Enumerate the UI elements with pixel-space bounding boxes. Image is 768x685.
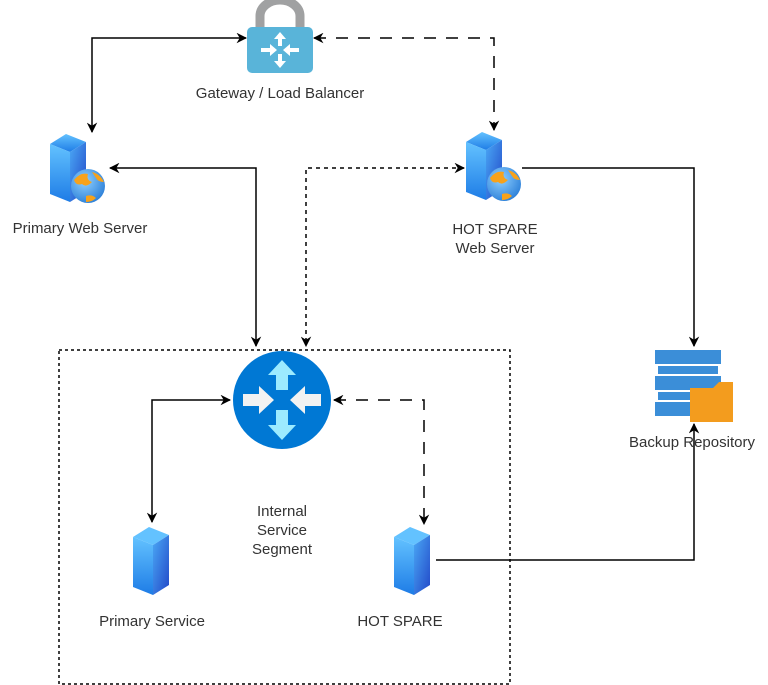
edge-gateway-hot-spare-web [312,32,500,132]
hot-spare-web-server-label: HOT SPARE Web Server [452,221,538,257]
backup-storage-icon[interactable] [655,350,733,422]
hot-spare-web-server-icon[interactable] [466,132,521,201]
edge-hot-spare-web-backup [522,167,700,348]
edge-primary-web-router [108,162,262,348]
internal-service-segment-group [58,349,511,685]
primary-web-server-icon[interactable] [50,134,105,203]
backup-repository-label: Backup Repository [629,434,755,451]
edges [86,32,700,561]
primary-service-label: Primary Service [99,613,205,630]
edge-router-hot-spare-service [332,394,430,526]
gateway-label: Gateway / Load Balancer [195,85,365,102]
router-icon[interactable] [233,351,331,449]
primary-service-server-icon[interactable] [133,527,169,595]
group-label: Internal Service Segment [251,503,313,558]
edge-hot-spare-service-backup [436,422,700,561]
gateway-lock-icon[interactable] [247,0,313,73]
hot-spare-server-icon[interactable] [394,527,430,595]
edge-router-primary-service [146,394,232,524]
edge-gateway-primary-web [86,32,248,134]
primary-web-server-label: Primary Web Server [12,220,148,237]
hot-spare-service-label: HOT SPARE [357,613,443,630]
